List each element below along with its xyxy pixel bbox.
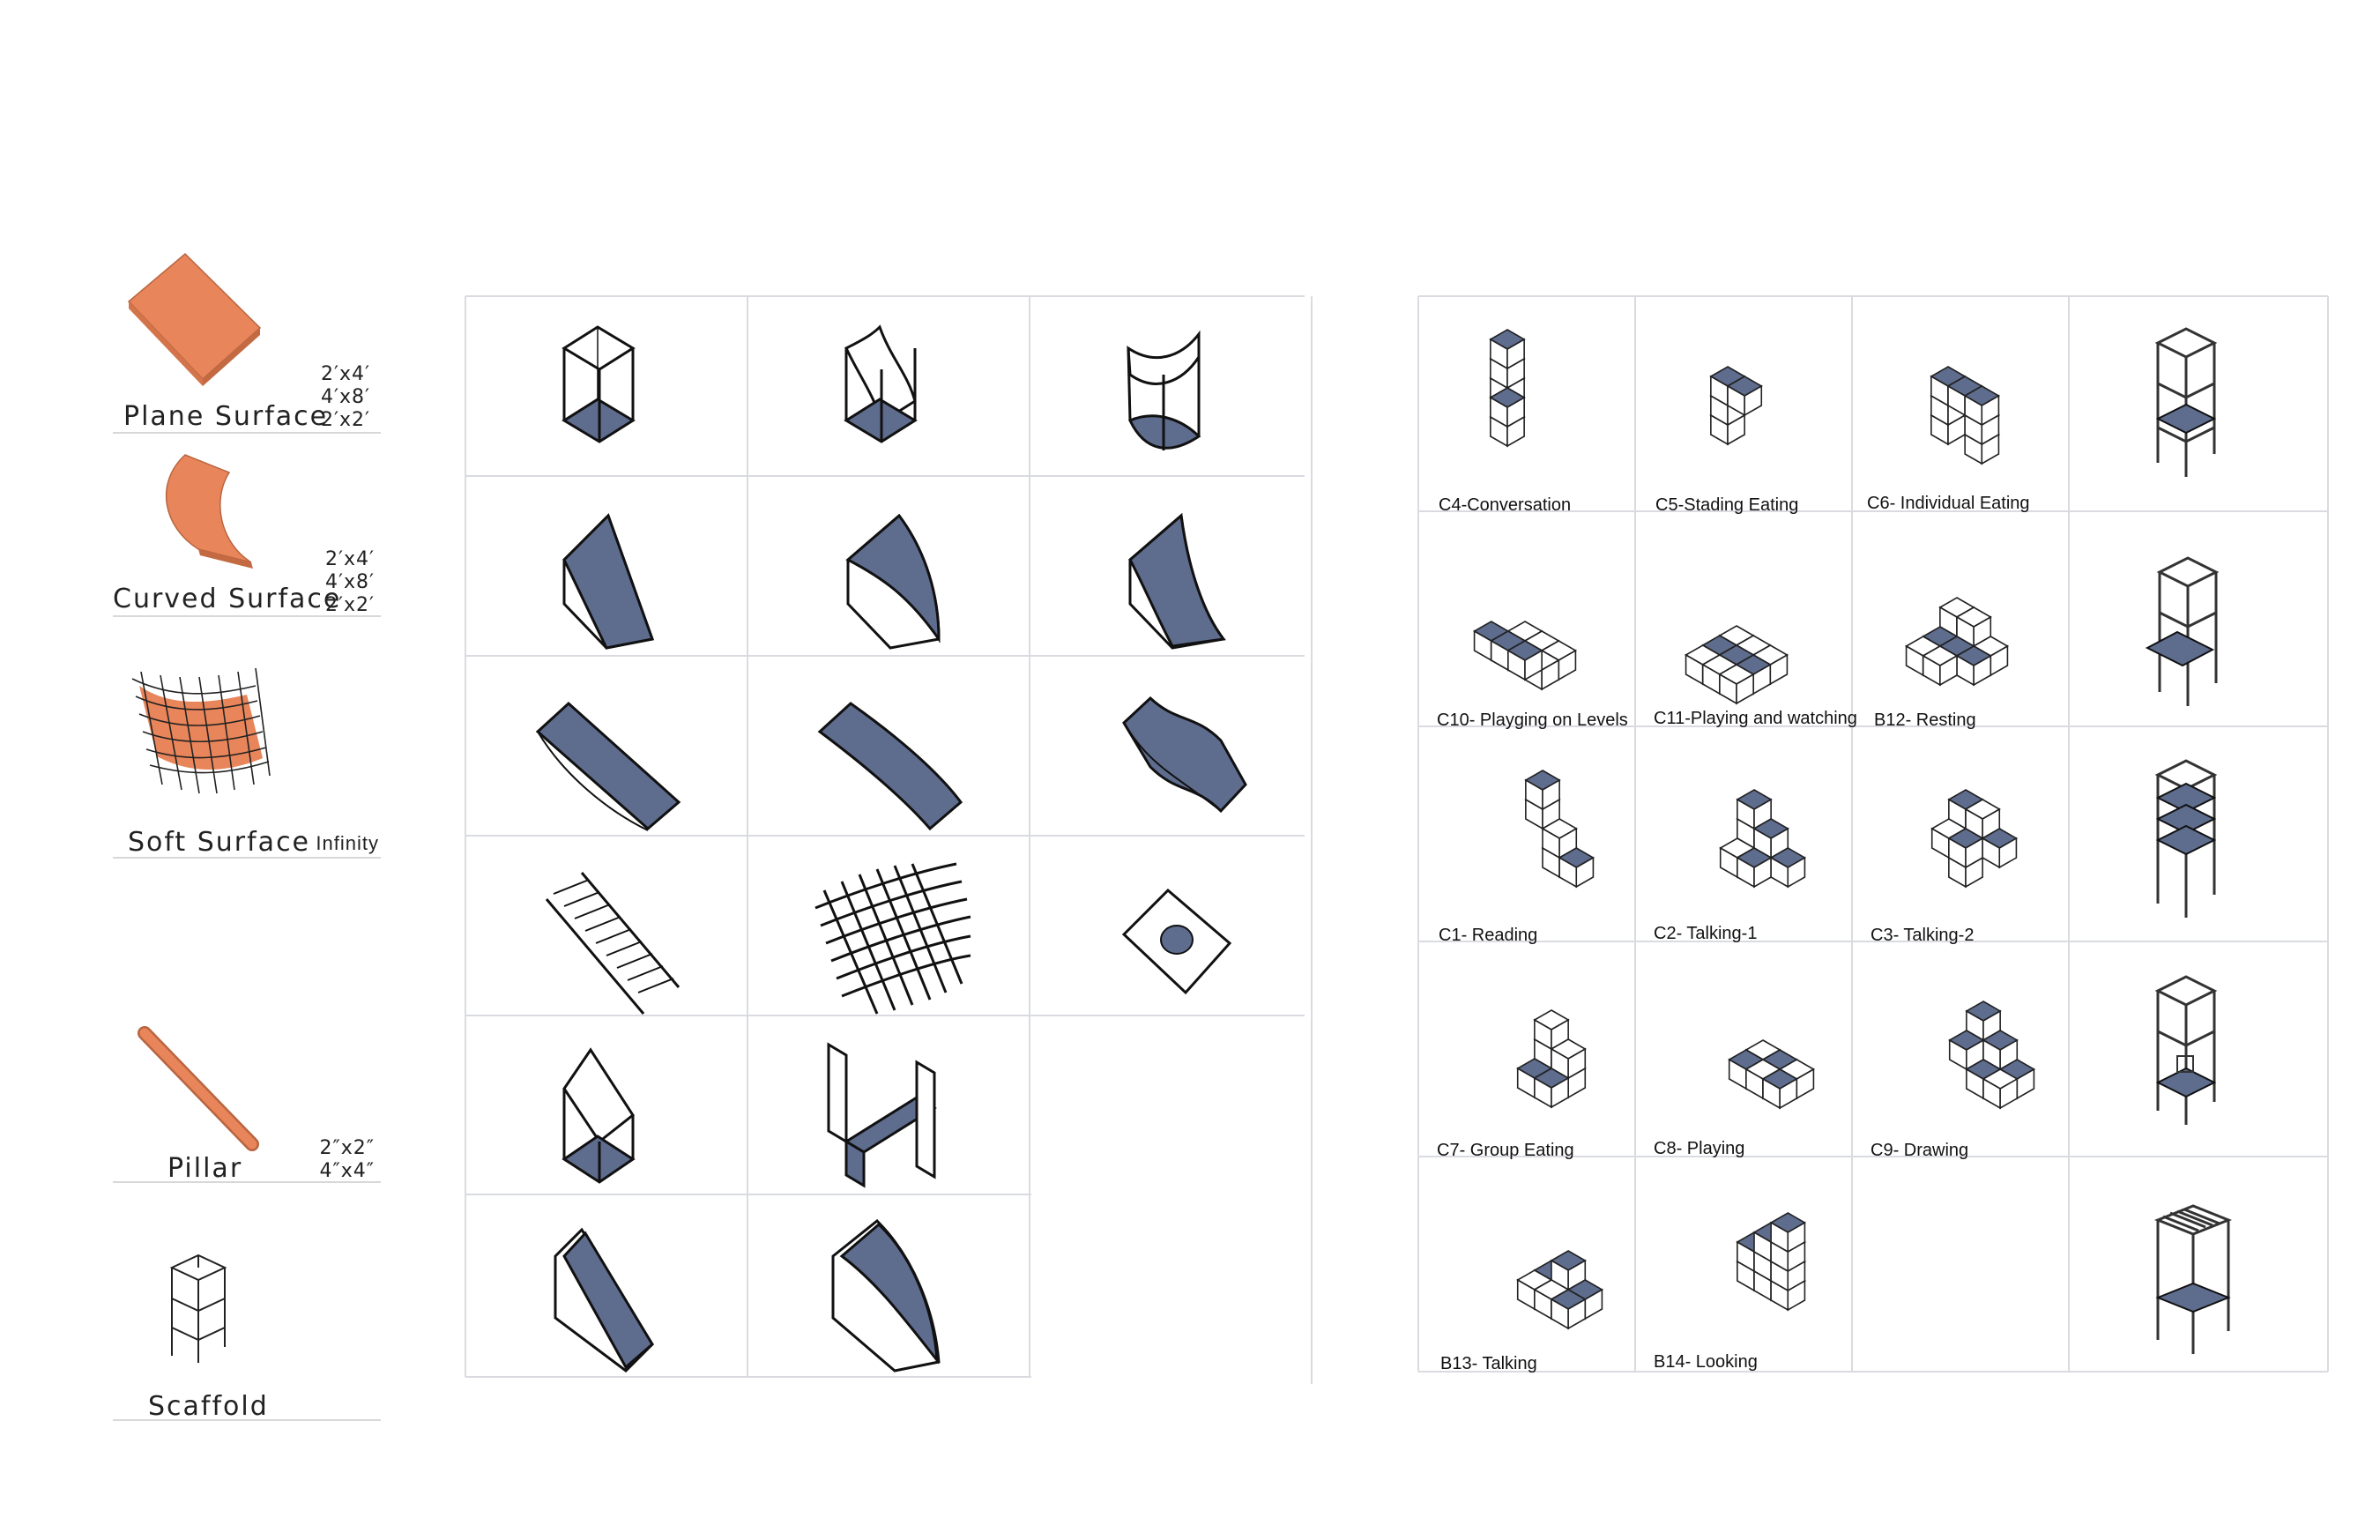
legend-soft-name: Soft Surface — [128, 827, 311, 858]
frame-sloped-tile — [562, 1047, 636, 1184]
activity-label-c11: C11-Playing and watching — [1654, 709, 1857, 728]
cube-right-face — [1787, 1221, 1806, 1254]
incline-curved-tile — [845, 513, 941, 650]
legend-soft-size-1: Infinity — [316, 832, 379, 854]
legend-divider — [113, 432, 381, 434]
c7-group-eating-cubes — [1516, 1009, 1587, 1109]
b14-looking-cubes — [1736, 1212, 1807, 1312]
cube-right-face — [1524, 649, 1543, 681]
frame-plane-tile — [562, 325, 636, 443]
curved-surface-icon — [165, 454, 253, 569]
c5-standing-eating-cubes — [1709, 366, 1763, 446]
activity-label-c10: C10- Playging on Levels — [1437, 710, 1628, 730]
activity-grid — [1417, 295, 2329, 1373]
activity-label-b13: B13- Talking — [1440, 1354, 1537, 1373]
u-channel-tile — [827, 1042, 937, 1188]
ramp-curved-tile — [831, 1218, 941, 1373]
panel-curved-tile — [817, 702, 963, 831]
cube-right-face — [1506, 396, 1525, 428]
cube-right-face — [1506, 338, 1525, 370]
legend-curved-name: Curved Surface — [113, 584, 342, 614]
activity-label-b14: B14- Looking — [1654, 1352, 1758, 1372]
legend-pillar-sizes: 2″x2″ 4″x4″ — [304, 1137, 375, 1183]
pillar-ladder-tile — [545, 872, 681, 1015]
legend-curved-size-2: 4′x8′ — [324, 571, 375, 593]
soft-surface-icon — [131, 667, 271, 794]
c2-talking-1-cubes — [1719, 789, 1807, 889]
cube-right-face — [1787, 856, 1806, 889]
legend-plane-size-2: 4′x8′ — [320, 386, 370, 408]
legend-divider — [113, 1181, 381, 1183]
legend-divider — [113, 1419, 381, 1421]
scaffold-table-tile — [2145, 556, 2220, 706]
activity-label-c1: C1- Reading — [1439, 926, 1538, 945]
scaffold-stacked-tile — [2154, 759, 2218, 918]
c4-conversation-cubes — [1489, 329, 1526, 448]
panel-wave-tile — [1122, 696, 1247, 814]
c3-talking-2-cubes — [1930, 789, 2019, 889]
legend-plane-size-3: 2′x2′ — [320, 409, 370, 431]
legend-plane-name: Plane Surface — [123, 401, 329, 432]
cube-right-face — [1736, 673, 1754, 705]
legend-curved-size-1: 2′x4′ — [324, 548, 375, 570]
b12-resting-cubes — [1904, 597, 2010, 687]
legend-curved-size-3: 2′x2′ — [324, 594, 375, 616]
legend-curved-sizes: 2′x4′ 4′x8′ 2′x2′ — [313, 548, 375, 617]
pillar-icon — [138, 1026, 259, 1151]
cube-right-face — [1551, 1076, 1569, 1109]
cube-right-face — [1973, 654, 1992, 687]
activity-label-c2: C2- Talking-1 — [1654, 924, 1758, 943]
legend-soft-sizes: Infinity — [300, 832, 379, 855]
cube-right-face — [1779, 1077, 1798, 1110]
component-grid — [465, 295, 1313, 1384]
legend-scaffold-name: Scaffold — [148, 1391, 269, 1422]
cube-right-face — [1575, 856, 1595, 889]
cube-right-face — [1541, 658, 1560, 691]
plane-surface-icon — [127, 252, 262, 386]
activity-label-c7: C7- Group Eating — [1437, 1141, 1574, 1160]
c6-individual-eating-cubes — [1930, 366, 2001, 465]
legend-plane-sizes: 2′x4′ 4′x8′ 2′x2′ — [309, 363, 370, 432]
c1-reading-cubes — [1524, 770, 1595, 889]
activity-label-c9: C9- Drawing — [1871, 1141, 1969, 1160]
incline-plane-tile — [562, 513, 655, 650]
cube-right-face — [1939, 654, 1958, 687]
c9-drawing-cubes — [1948, 1001, 2036, 1110]
cube-right-face — [1542, 778, 1560, 811]
cube-right-face — [1998, 837, 2018, 869]
c10-playing-levels-cubes — [1472, 621, 1578, 691]
activity-label-c4: C4-Conversation — [1439, 495, 1572, 515]
scaffold-bench-tile — [2153, 1204, 2233, 1354]
b13-talking-cubes — [1516, 1250, 1604, 1330]
activity-label-c3: C3- Talking-2 — [1871, 926, 1975, 945]
mesh-grid-tile — [814, 862, 971, 1015]
incline-concave-tile — [1128, 513, 1226, 650]
cube-right-face — [1567, 1047, 1587, 1080]
scaffold-plain-tile — [2154, 327, 2218, 477]
legend-pillar-size-2: 4″x4″ — [319, 1160, 375, 1182]
cube-right-face — [1981, 394, 2000, 427]
legend-divider — [113, 615, 381, 617]
panel-plane-tile — [535, 701, 681, 831]
cube-right-face — [1744, 384, 1763, 417]
c11-playing-watching-cubes — [1684, 625, 1789, 705]
cube-right-face — [1567, 1298, 1587, 1330]
legend-pillar-name: Pillar — [167, 1153, 243, 1184]
scaffold-icon — [169, 1254, 227, 1363]
activity-label-c6: C6- Individual Eating — [1867, 494, 2030, 513]
cube-right-face — [1999, 1077, 2019, 1110]
activity-label-c8: C8- Playing — [1654, 1139, 1745, 1158]
activity-label-c5: C5-Stading Eating — [1655, 495, 1799, 515]
activity-label-b12: B12- Resting — [1874, 710, 1976, 730]
scaffold-cage-tile — [2154, 975, 2218, 1125]
legend-plane-size-1: 2′x4′ — [320, 363, 370, 385]
base-plate-tile — [1121, 888, 1232, 995]
c8-playing-cubes — [1728, 1039, 1816, 1110]
legend-divider — [113, 857, 381, 859]
frame-double-curved-tile — [1127, 330, 1201, 450]
ramp-plane-tile — [554, 1227, 654, 1373]
legend-pillar-size-1: 2″x2″ — [319, 1137, 375, 1159]
frame-curved-tile — [844, 324, 918, 443]
